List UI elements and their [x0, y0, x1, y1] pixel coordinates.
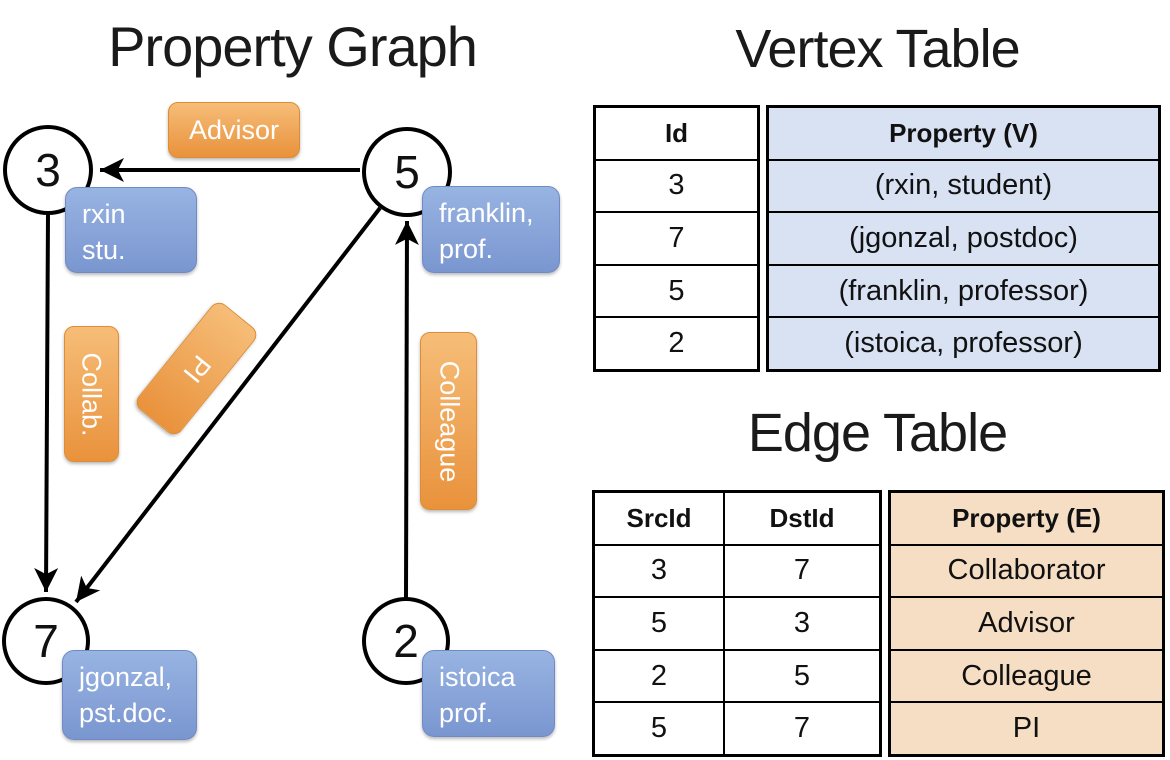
- edge-table-src-cell: 5: [595, 598, 725, 649]
- edge-table-row: 2 5: [595, 648, 879, 702]
- vertex-label-line: franklin,: [439, 198, 534, 228]
- vertex-label-line: stu.: [82, 235, 126, 266]
- edge-table-title: Edge Table: [747, 403, 1008, 463]
- edge-label-text: Collab.: [77, 351, 108, 437]
- vertex-table-id-header: Id: [664, 117, 689, 148]
- edge-table-property-column: Property (E) Collaborator Advisor Collea…: [888, 490, 1165, 757]
- vertex-table-id-column: Id 3 7 5 2: [593, 105, 760, 372]
- edge-table-src-header: SrcId: [595, 493, 725, 544]
- edge-label-advisor: Advisor: [168, 102, 300, 158]
- edge-table-dst-header: DstId: [769, 502, 835, 533]
- edge-table-dst-cell: 5: [793, 659, 811, 692]
- vertex-table-property-cell: (franklin, professor): [769, 263, 1158, 317]
- vertex-table-property-cell: (istoica, professor): [769, 316, 1158, 369]
- node-id-label: 3: [35, 144, 61, 196]
- edge-table-src-cell: 3: [595, 545, 725, 597]
- vertex-label-line: prof.: [439, 234, 494, 265]
- graph-edges: [34, 158, 419, 604]
- edge-table-property-cell: Colleague: [891, 648, 1162, 702]
- node-id-label: 5: [394, 146, 420, 198]
- graph-node-2: 2: [362, 597, 450, 685]
- edge-table-header-row: SrcId DstId: [595, 493, 879, 544]
- edge-label-colleague: Colleague: [420, 332, 477, 510]
- edge-line-pi-5-to-7: [74, 206, 382, 604]
- property-graph-title: Property Graph: [108, 15, 478, 78]
- vertex-label-2: istoica prof.: [422, 650, 555, 737]
- vertex-table-property-header: Property (V): [889, 117, 1038, 148]
- vertex-label-3: rxin stu.: [65, 187, 197, 273]
- edge-table-src-dst-columns: SrcId DstId 3 7 5 3 2 5 5 7: [592, 490, 882, 757]
- edge-table-property-cell: Collaborator: [891, 543, 1162, 597]
- edge-line-colleague-2-to-5: [394, 220, 419, 599]
- vertex-label-line: rxin: [82, 199, 126, 229]
- edge-table-property-cell: PI: [891, 701, 1162, 754]
- vertex-label-5: franklin, prof.: [422, 186, 560, 273]
- edge-line-collab-3-to-7: [34, 212, 59, 593]
- edge-table-dst-cell: 7: [793, 712, 811, 745]
- edge-label-collab: Collab.: [64, 326, 119, 462]
- vertex-table-property-cell: (rxin, student): [769, 158, 1158, 212]
- vertex-table-id-cell: 5: [596, 263, 757, 317]
- vertex-table-id-cell: 3: [596, 158, 757, 212]
- vertex-label-line: pst.doc.: [79, 698, 174, 729]
- edge-label-text: PI: [177, 349, 217, 389]
- vertex-table-property-column: Property (V) (rxin, student) (jgonzal, p…: [766, 105, 1161, 372]
- vertex-table-id-cell: 2: [596, 316, 757, 369]
- graph-node-5: 5: [362, 127, 452, 217]
- edge-table-property-cell: Advisor: [891, 596, 1162, 649]
- edge-table-src-cell: 2: [595, 650, 725, 702]
- vertex-table-property-cell: (jgonzal, postdoc): [769, 211, 1158, 264]
- edge-table-dst-cell: 7: [793, 554, 811, 587]
- edge-table-property-header: Property (E): [952, 502, 1101, 533]
- node-id-label: 7: [33, 615, 59, 667]
- edge-table-row: 5 7: [595, 701, 879, 754]
- edge-label-text: Colleague: [434, 360, 464, 482]
- node-id-label: 2: [393, 615, 419, 667]
- edge-label-text: Advisor: [188, 114, 280, 145]
- vertex-table-title: Vertex Table: [735, 19, 1020, 79]
- vertex-label-line: jgonzal,: [79, 662, 173, 692]
- edge-table-row: 5 3: [595, 596, 879, 649]
- edge-table-src-cell: 5: [595, 703, 725, 754]
- vertex-label-7: jgonzal, pst.doc.: [62, 650, 197, 740]
- vertex-label-line: istoica: [439, 662, 516, 692]
- edge-table-dst-cell: 3: [793, 606, 811, 639]
- vertex-table-id-cell: 7: [596, 211, 757, 264]
- vertex-label-line: prof.: [439, 698, 494, 729]
- edge-table-row: 3 7: [595, 543, 879, 597]
